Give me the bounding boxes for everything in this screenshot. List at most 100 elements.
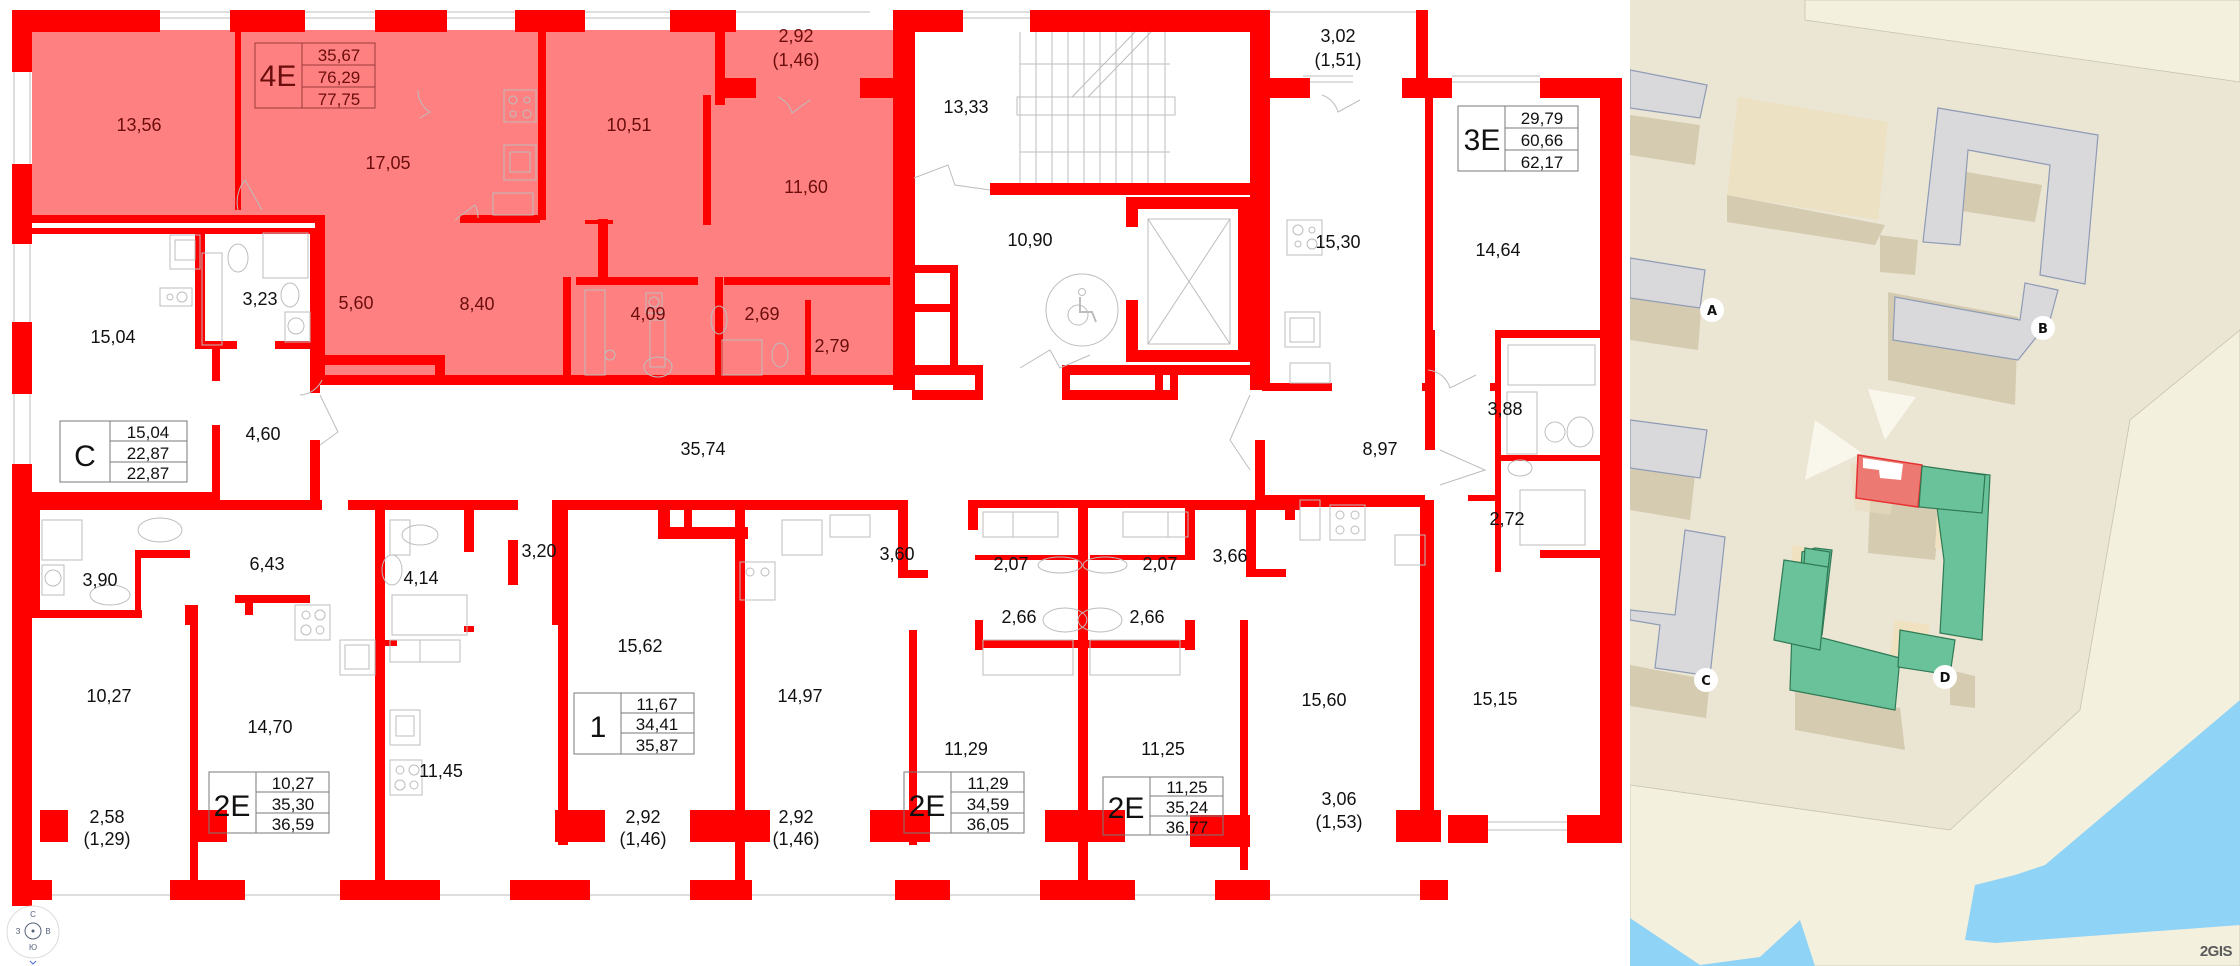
room-area: 6,43 xyxy=(249,554,284,574)
room-area: 4,09 xyxy=(630,304,665,324)
room-area: 15,60 xyxy=(1301,690,1346,710)
total-area: 35,24 xyxy=(1166,798,1209,817)
building-label-a: A xyxy=(1707,304,1717,319)
elevator-lobby-area: 10,90 xyxy=(1007,230,1052,250)
room-area: 4,14 xyxy=(403,568,438,588)
road-area-bottom xyxy=(1630,329,2240,966)
room-area: 14,70 xyxy=(247,717,292,737)
living-area: 11,25 xyxy=(1166,778,1207,797)
total-area: 34,59 xyxy=(967,795,1010,814)
corridor-area: 35,74 xyxy=(680,439,725,459)
apartment-type-label: 2E xyxy=(1108,792,1145,825)
view-cone-west xyxy=(1805,420,1862,480)
room-area: 5,60 xyxy=(338,293,373,313)
apartment-card-4e[interactable]: 4E 35,67 76,29 77,75 xyxy=(254,42,376,109)
room-area: 11,60 xyxy=(784,177,828,197)
room-area: 2,07 xyxy=(1142,554,1177,574)
apartment-card-1-room[interactable]: 1 11,67 34,41 35,87 xyxy=(573,692,695,755)
compass-south-label: Ю xyxy=(29,943,37,952)
room-area: 2,66 xyxy=(1001,607,1036,627)
balcony-area: 3,02 xyxy=(1320,26,1355,46)
compass-rose[interactable]: С Ю З В xyxy=(6,905,60,965)
map-building-a: A xyxy=(1630,69,1724,350)
room-labels-2e-center-right: 2,07 2,66 3,66 11,25 15,60 3,06 (1,53) xyxy=(1129,546,1362,832)
total-area: 22,87 xyxy=(127,444,170,463)
room-area: 11,25 xyxy=(1141,739,1185,759)
apartment-type-label: 1 xyxy=(590,711,607,744)
apartment-card-2e-center-right[interactable]: 2E 11,25 35,24 36,77 xyxy=(1102,776,1224,837)
apartment-type-label: 2E xyxy=(214,790,251,823)
room-area: 3,88 xyxy=(1487,399,1522,419)
walls xyxy=(12,10,1622,906)
apartment-type-label: 4E xyxy=(260,60,297,93)
floor-plan: 4E 35,67 76,29 77,75 3E 29,79 60,66 62,1… xyxy=(6,10,1622,965)
living-area: 29,79 xyxy=(1521,109,1564,128)
apartment-4e-highlight[interactable] xyxy=(32,30,895,382)
map-building-left-middle xyxy=(1630,419,1708,520)
compass-west-label: З xyxy=(16,927,21,936)
map-building-c: C xyxy=(1630,529,1726,718)
room-labels-4e: 13,56 17,05 10,51 11,60 5,60 8,40 4,09 2… xyxy=(116,26,849,356)
compass-east-label: В xyxy=(45,927,50,936)
total-area-with-balcony: 77,75 xyxy=(318,90,361,109)
room-area: 2,72 xyxy=(1489,509,1524,529)
room-area: 2,69 xyxy=(744,304,779,324)
total-area: 76,29 xyxy=(318,68,361,87)
room-area: 8,40 xyxy=(459,294,494,314)
room-area: 15,62 xyxy=(617,636,662,656)
apartment-type-label: 2E xyxy=(909,790,946,823)
room-area: 3,60 xyxy=(879,544,914,564)
living-area: 15,04 xyxy=(127,423,170,442)
apartment-card-2e-center-left[interactable]: 2E 11,29 34,59 36,05 xyxy=(903,771,1025,834)
fixtures xyxy=(41,89,1596,796)
doors xyxy=(236,89,1487,486)
room-area: 14,64 xyxy=(1475,240,1520,260)
balcony-reduced-area: (1,51) xyxy=(1314,50,1361,70)
room-area: 15,15 xyxy=(1472,689,1517,709)
room-area: 3,66 xyxy=(1212,546,1247,566)
room-area: 3,23 xyxy=(242,289,277,309)
building-label-b: B xyxy=(2038,322,2048,337)
living-area: 11,29 xyxy=(967,774,1008,793)
view-cone-north xyxy=(1868,389,1916,440)
total-area-with-balcony: 36,59 xyxy=(272,815,315,834)
total-area-with-balcony: 62,17 xyxy=(1521,153,1564,172)
apartment-card-3e[interactable]: 3E 29,79 60,66 62,17 xyxy=(1457,105,1579,172)
map-building-b: B xyxy=(1880,107,2099,405)
site-map[interactable]: A B C xyxy=(1630,0,2240,966)
wheelchair-accessible-icon xyxy=(1045,273,1119,347)
room-area: 10,27 xyxy=(86,686,131,706)
building-label-c: C xyxy=(1701,674,1711,689)
room-area: 2,66 xyxy=(1129,607,1164,627)
stairwell-area: 13,33 xyxy=(943,97,988,117)
room-area: 4,60 xyxy=(245,424,280,444)
balcony-reduced-area: (1,46) xyxy=(619,829,666,849)
room-labels-common: 13,33 10,90 35,74 xyxy=(680,97,1052,459)
apartment-card-studio-c[interactable]: C 15,04 22,87 22,87 xyxy=(59,420,188,483)
road-area-top xyxy=(1804,0,2240,83)
chevron-down-icon xyxy=(29,960,37,965)
total-area-with-balcony: 22,87 xyxy=(127,464,170,483)
room-area: 2,07 xyxy=(993,554,1028,574)
total-area-with-balcony: 36,77 xyxy=(1166,818,1209,837)
window-lines-top xyxy=(160,11,1540,83)
room-area: 15,04 xyxy=(90,327,135,347)
living-area: 11,67 xyxy=(636,695,677,714)
living-area: 10,27 xyxy=(272,774,315,793)
apartment-type-label: C xyxy=(74,440,96,473)
room-labels-2e-left: 3,90 6,43 10,27 14,70 2,58 (1,29) xyxy=(82,554,292,849)
total-area: 34,41 xyxy=(636,715,679,734)
room-area: 15,30 xyxy=(1315,232,1360,252)
room-area: 3,20 xyxy=(521,541,556,561)
room-area: 11,45 xyxy=(419,761,463,781)
balcony-reduced-area: (1,46) xyxy=(772,50,819,70)
room-area: 3,90 xyxy=(82,570,117,590)
compass-north-label: С xyxy=(30,910,36,919)
apartment-card-2e-left[interactable]: 2E 10,27 35,30 36,59 xyxy=(208,771,330,834)
balcony-area: 2,92 xyxy=(778,807,813,827)
balcony-reduced-area: (1,53) xyxy=(1315,812,1362,832)
building-label-d: D xyxy=(1940,671,1951,686)
stairs xyxy=(1016,31,1176,183)
current-section-marker[interactable] xyxy=(1805,389,1986,515)
room-area: 11,29 xyxy=(944,739,988,759)
